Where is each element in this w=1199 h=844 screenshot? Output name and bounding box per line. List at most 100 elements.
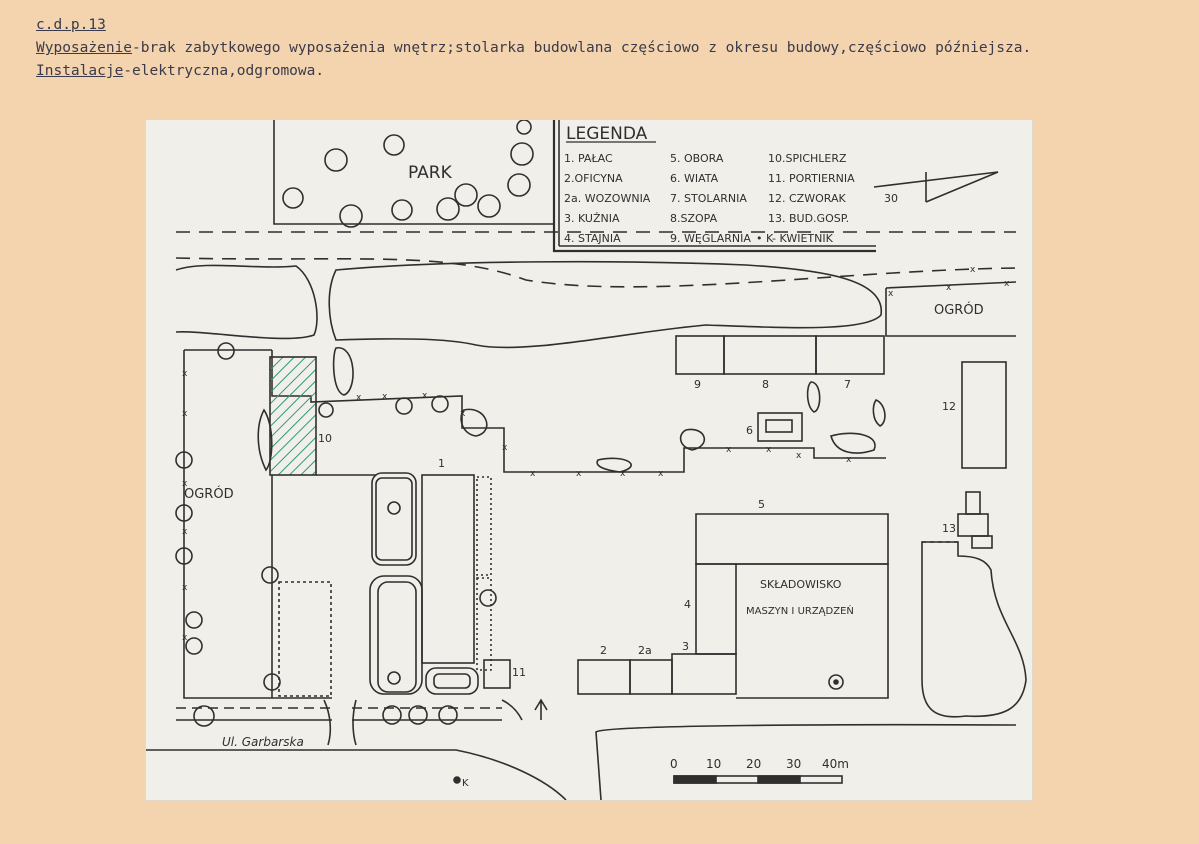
legend-item-12: 12. CZWORAK bbox=[768, 192, 846, 205]
storage-yard bbox=[736, 563, 889, 699]
equipment-label: Wyposażenie bbox=[36, 40, 133, 56]
left-garden-trees bbox=[175, 395, 449, 691]
road-edge-bottom bbox=[175, 257, 1017, 288]
building-numbers: 1 2 2a 3 4 5 6 7 8 9 10 11 12 13 bbox=[318, 378, 956, 679]
legend-item-3: 3. KUŹNIA bbox=[564, 212, 620, 225]
garden-right-label: OGRÓD bbox=[934, 302, 984, 318]
building-7-joinery bbox=[815, 335, 885, 375]
scale-tick-30: 30 bbox=[786, 757, 801, 771]
site-plan-map: xxx xxx xxx xxx xxx xxx xxx xx PARK OGRÓ… bbox=[146, 120, 1027, 800]
document-reference: c.d.p.13 bbox=[36, 17, 106, 33]
garden-fence-left bbox=[183, 350, 332, 699]
svg-text:x: x bbox=[182, 479, 188, 489]
garden-left-label: OGRÓD bbox=[184, 486, 234, 502]
svg-text:x: x bbox=[970, 265, 976, 275]
svg-text:x: x bbox=[530, 469, 536, 479]
label-n12: 12 bbox=[942, 400, 956, 413]
svg-text:x: x bbox=[460, 409, 466, 419]
building-2a-coachhouse bbox=[629, 659, 673, 695]
k-marker-label: K bbox=[462, 778, 469, 789]
building-1-palace bbox=[421, 474, 475, 664]
svg-text:x: x bbox=[182, 633, 188, 643]
label-n13: 13 bbox=[942, 522, 956, 535]
svg-text:x: x bbox=[382, 392, 388, 402]
legend-box bbox=[552, 120, 876, 253]
hedge-long bbox=[328, 260, 882, 349]
building-9-coalhouse bbox=[675, 335, 725, 375]
equipment-text: -brak zabytkowego wyposażenia wnętrz;sto… bbox=[132, 40, 1032, 56]
svg-text:x: x bbox=[658, 469, 664, 479]
legend-item-k: • K- KWIETNIK bbox=[756, 232, 834, 245]
label-n3: 3 bbox=[682, 640, 689, 653]
legend-item-13: 13. BUD.GOSP. bbox=[768, 212, 849, 225]
svg-text:x: x bbox=[726, 445, 732, 455]
garden-fence-right bbox=[885, 281, 1017, 337]
road-curb-right bbox=[595, 723, 1017, 800]
scale-tick-20: 20 bbox=[746, 757, 761, 771]
north-label: 30 bbox=[884, 192, 898, 205]
scale-tick-0: 0 bbox=[670, 757, 678, 771]
park-label: PARK bbox=[408, 163, 453, 183]
legend-item-10: 10.SPICHLERZ bbox=[768, 152, 847, 165]
installations-label: Instalacje bbox=[36, 63, 124, 79]
svg-text:x: x bbox=[888, 289, 894, 299]
building-11-gatehouse bbox=[483, 659, 511, 689]
svg-text:x: x bbox=[620, 469, 626, 479]
svg-text:x: x bbox=[766, 445, 772, 455]
building-5-cowshed bbox=[695, 513, 889, 565]
flower-bed-2 bbox=[377, 581, 417, 693]
building-12-farmhouse bbox=[961, 361, 1007, 469]
label-n1: 1 bbox=[438, 457, 445, 470]
north-arrow bbox=[873, 171, 999, 203]
flower-bed-1 bbox=[375, 477, 413, 561]
label-n7: 7 bbox=[844, 378, 851, 391]
svg-text:x: x bbox=[946, 283, 952, 293]
scale-bar bbox=[673, 775, 843, 784]
legend-item-4: 4. STAJNIA bbox=[564, 232, 621, 245]
building-2-annex bbox=[577, 659, 631, 695]
label-n6: 6 bbox=[746, 424, 753, 437]
legend-item-11: 11. PORTIERNIA bbox=[768, 172, 855, 185]
legend-item-6: 6. WIATA bbox=[670, 172, 719, 185]
label-n5: 5 bbox=[758, 498, 765, 511]
building-6-shelter bbox=[757, 412, 803, 442]
hedge-left bbox=[175, 264, 318, 340]
building-10-hatched bbox=[269, 356, 317, 476]
fence-line bbox=[271, 350, 886, 473]
svg-text:x: x bbox=[182, 409, 188, 419]
scale-labels: 0 10 20 30 40m bbox=[670, 757, 849, 771]
document-header: c.d.p.13 Wyposażenie-brak zabytkowego wy… bbox=[36, 14, 1031, 83]
svg-text:x: x bbox=[422, 391, 428, 401]
svg-text:x: x bbox=[502, 443, 508, 453]
label-n2: 2 bbox=[600, 644, 607, 657]
building-3-forge bbox=[671, 653, 737, 695]
label-n4: 4 bbox=[684, 598, 691, 611]
installations-text: -elektryczna,odgromowa. bbox=[123, 63, 325, 79]
legend-item-2a: 2a. WOZOWNIA bbox=[564, 192, 651, 205]
svg-text:x: x bbox=[356, 393, 362, 403]
street-curb bbox=[146, 749, 567, 800]
svg-text:x: x bbox=[846, 455, 852, 465]
svg-text:x: x bbox=[1004, 279, 1010, 289]
label-n8: 8 bbox=[762, 378, 769, 391]
legend-item-5: 5. OBORA bbox=[670, 152, 724, 165]
park-trees bbox=[282, 120, 534, 228]
legend-item-7: 7. STOLARNIA bbox=[670, 192, 747, 205]
legend-item-2: 2.OFICYNA bbox=[564, 172, 623, 185]
label-n9: 9 bbox=[694, 378, 701, 391]
flower-bed-3 bbox=[425, 667, 479, 695]
building-13-outbuilding bbox=[965, 491, 981, 515]
svg-text:x: x bbox=[182, 527, 188, 537]
svg-text:x: x bbox=[182, 369, 188, 379]
label-n2a: 2a bbox=[638, 644, 652, 657]
svg-text:x: x bbox=[182, 583, 188, 593]
planting-bed-left bbox=[278, 581, 332, 697]
legend-item-1: 1. PAŁAC bbox=[564, 152, 613, 165]
storage-label-1: SKŁADOWISKO bbox=[760, 578, 842, 591]
legend-item-8: 8.SZOPA bbox=[670, 212, 718, 225]
svg-text:x: x bbox=[576, 469, 582, 479]
legend-entries: 1. PAŁAC 2.OFICYNA 2a. WOZOWNIA 3. KUŹNI… bbox=[564, 152, 855, 245]
building-4-stable bbox=[695, 563, 737, 655]
